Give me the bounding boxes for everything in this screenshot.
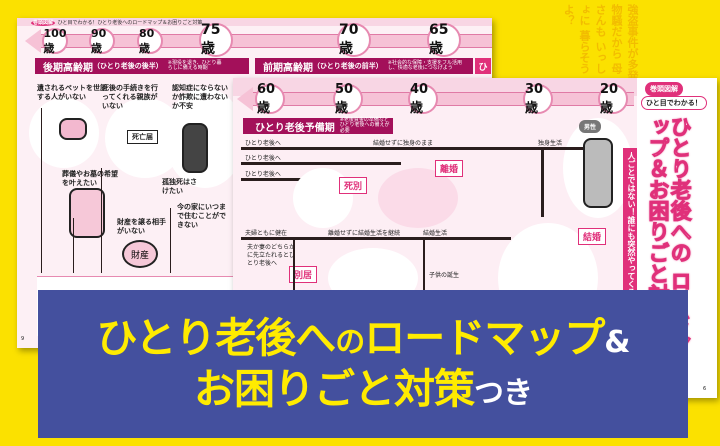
title-bubble: ひと目でわかる！ [641, 96, 707, 110]
concern-funeral: 葬儀やお墓の希望を叶えたい [62, 170, 118, 188]
age-marker: 75歳 [199, 22, 233, 57]
concern-inheritance: 財産を譲る相手がいない [117, 218, 166, 236]
bereavement-path-arrow [241, 178, 301, 181]
banner-line-2: お困りごと対策つき [194, 365, 533, 413]
promo-banner: ひとり老後へのロードマップ& お困りごと対策つき [38, 290, 688, 438]
age-marker: 80歳 [137, 27, 163, 55]
age-marker: 40歳 [408, 82, 438, 116]
age-marker: 50歳 [333, 82, 363, 116]
path-label: ひとり老後へ [245, 171, 281, 178]
early-elderly-band: 前期高齢期（ひとり老後の前半）※社会的な保障・支援をフル活用し、快適な老後につな… [255, 58, 473, 74]
grave-figure [69, 188, 105, 238]
age-marker: 90歳 [89, 27, 115, 55]
page-number: 6 [703, 386, 707, 392]
late-elderly-band: 後期高齢期（ひとり老後の後半）※現役を退き、ひとり暮らしに備える時期 [35, 58, 249, 74]
married-path-arrow [241, 237, 511, 240]
path-label: ひとり老後へ [245, 155, 281, 162]
concern-procedures: 死後の手続きを行ってくれる親族がいない [102, 84, 158, 111]
age-marker: 60歳 [255, 82, 285, 116]
arrow-left-icon [25, 29, 41, 53]
timeline-arrow [170, 208, 171, 273]
widow-note: 夫か妻のどちらかに先立たれるとひとり老後へ [247, 244, 296, 267]
path-label: 結婚せずに独身のまま [373, 140, 434, 147]
timeline-arrow [293, 240, 295, 290]
age-marker: 65歳 [427, 22, 461, 57]
tag-divorce: 離婚 [435, 160, 464, 177]
background-doodle-text: 強盗事件が多発 物騒だから 母さんも いっしょに 暮らそうよ？ [562, 4, 639, 81]
age-marker: 20歳 [598, 82, 628, 116]
breadcrumb: 巻頭図解 ひと目でわかる！ひとり老後へのロードマップ＆お困りごと対策 [31, 19, 202, 26]
timeline-arrow [41, 108, 42, 273]
banner-line-1: ひとり老後へのロードマップ& [96, 313, 631, 362]
concern-housing: 今の家にいつまで住むことができない [177, 203, 226, 230]
crumb-badge: 巻頭図解 [31, 20, 56, 26]
path-label: 夫婦ともに健在 [245, 230, 288, 237]
side-tab: ひ [475, 58, 491, 74]
tag-bereavement: 死別 [339, 177, 368, 194]
concern-dementia: 認知症にならないか詐欺に遭わないか不安 [172, 84, 228, 111]
pre-elderly-band: ひとり老後予備期※老後資金の準備など ひとり老後への備えが必要 [243, 117, 393, 134]
timeline-arrow [73, 218, 74, 273]
child-path-line [423, 240, 425, 290]
path-label: 離婚せずに結婚生活を継続 [328, 230, 401, 237]
page-header-strip [17, 18, 492, 26]
arrow-left-icon [237, 87, 253, 111]
concern-lonely-death: 孤独死はさけたい [162, 178, 197, 196]
age-marker: 30歳 [523, 82, 553, 116]
path-label: 独身生活 [538, 140, 563, 147]
tag-separation: 別居 [289, 266, 318, 283]
path-label: ひとり老後へ [245, 140, 281, 147]
crumb-text: ひと目でわかる！ひとり老後へのロードマップ＆お困りごと対策 [57, 20, 203, 26]
title-badge: 巻頭図解 [645, 82, 683, 96]
age-marker: 70歳 [337, 22, 371, 57]
child-note: 子供の誕生 [429, 272, 460, 279]
death-certificate-label: 死亡届 [127, 130, 158, 144]
man-figure [583, 138, 613, 208]
divorce-illustration [378, 168, 458, 228]
money-bag: 財産 [122, 240, 158, 268]
tag-marriage: 結婚 [578, 228, 607, 245]
villain-figure [182, 123, 208, 173]
single-path-arrow [241, 147, 583, 150]
male-tag: 男性 [579, 120, 602, 133]
divorce-path-arrow [241, 162, 401, 165]
dog-figure [59, 118, 87, 140]
age-marker: 100歳 [42, 26, 68, 55]
page-number: 9 [21, 336, 25, 342]
concern-pet: 遺されるペットを世話する人がいない [37, 84, 107, 102]
timeline-arrow [101, 168, 102, 273]
path-label: 結婚生活 [423, 230, 448, 237]
marriage-path-arrow [541, 147, 544, 217]
age-track [249, 92, 634, 106]
